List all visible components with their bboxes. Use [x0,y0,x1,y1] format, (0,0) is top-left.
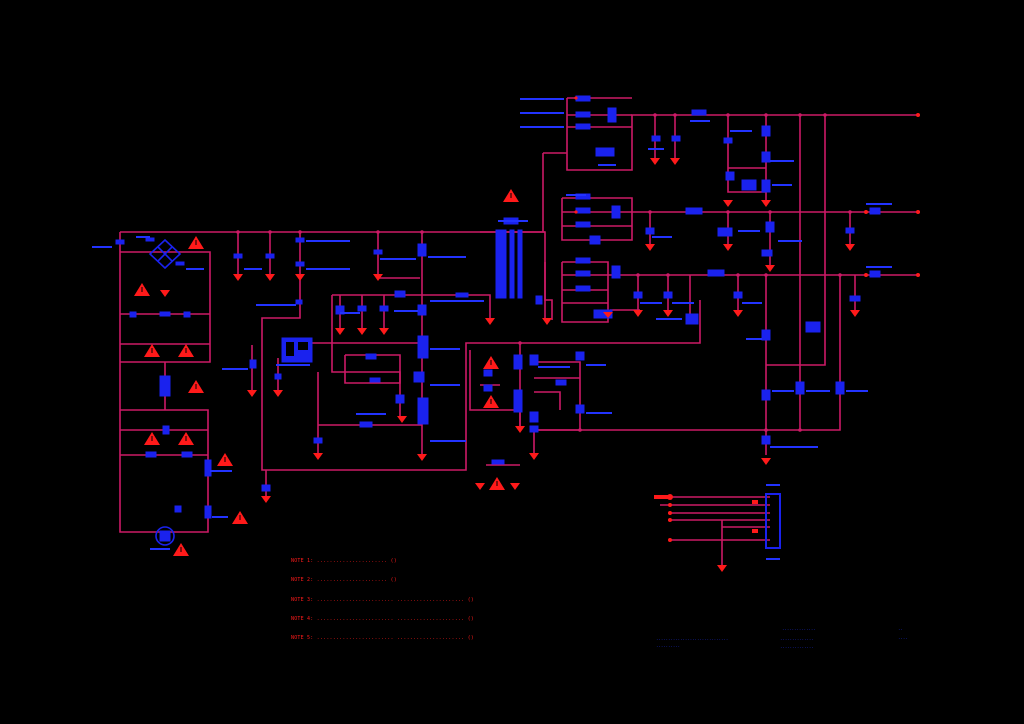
note-line-2: NOTE 2: ...................... () [291,577,397,583]
warning-triangle-icon [178,344,194,357]
title-block-sheet: .... [898,635,908,640]
warning-triangle-icon [217,453,233,466]
note-line-5: NOTE 5: ........................ .......… [291,635,474,641]
title-block-company-sub: .......... [656,643,681,648]
title-block-drawing: .............. [782,626,816,631]
component-labels [92,98,892,560]
warning-triangle-icon [503,189,519,202]
title-block-doc: .............. [780,644,814,649]
warning-triangle-icon [489,477,505,490]
note-line-3: NOTE 3: ........................ .......… [291,597,474,603]
title-block-rev: .. [898,626,903,631]
warning-triangle-icon [178,432,194,445]
ground-symbols [160,96,920,572]
warning-triangle-icon [134,283,150,296]
note-line-4: NOTE 4: ........................ .......… [291,616,474,622]
warning-triangle-icon [232,511,248,524]
warning-triangle-icon [188,236,204,249]
circuit-wires [119,97,920,565]
bridge-rectifier [148,238,182,270]
warning-triangle-icon [483,395,499,408]
output-connector [752,493,781,549]
note-line-1: NOTE 1: ...................... () [291,558,397,564]
warning-triangle-icon [173,543,189,556]
warning-triangle-icons [134,189,519,556]
circuit-components [115,95,881,549]
wire-junctions [236,113,852,432]
warning-triangle-icon [144,344,160,357]
title-block-model: .............. [780,636,814,641]
title-block-company: .............................. [656,636,729,641]
warning-triangle-icon [144,432,160,445]
warning-triangle-icon [188,380,204,393]
main-transformer [495,217,543,305]
warning-triangle-icon [483,356,499,369]
